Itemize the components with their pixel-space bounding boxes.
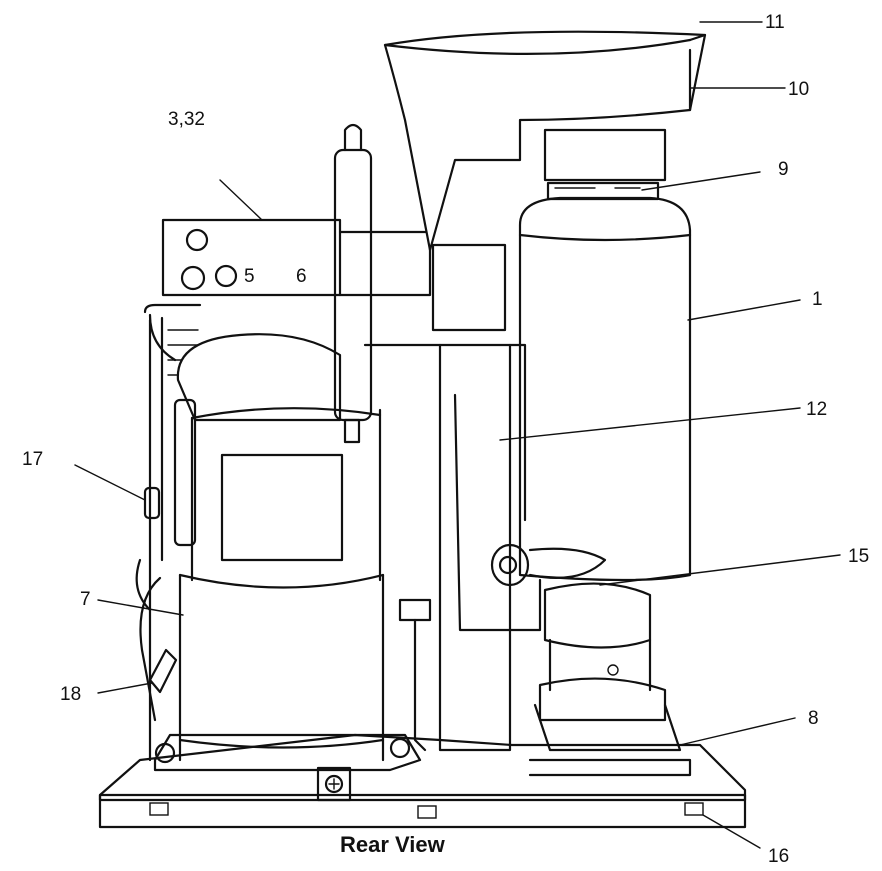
callout-3-32: 3,32 — [168, 109, 205, 130]
side-fittings — [143, 486, 178, 694]
drive-motor — [490, 543, 692, 777]
callout-12: 12 — [806, 399, 827, 420]
control-box: 5 6 — [161, 218, 432, 297]
panel-mark-5: 5 — [244, 266, 255, 287]
callout-16: 16 — [768, 846, 789, 867]
callout-15: 15 — [848, 546, 869, 567]
compressor — [153, 333, 422, 772]
callout-10: 10 — [788, 79, 809, 100]
callout-7: 7 — [80, 589, 91, 610]
condenser-frame — [135, 303, 202, 762]
panel-mark-6: 6 — [296, 266, 307, 287]
chute — [431, 243, 512, 752]
ice-hopper — [383, 30, 707, 252]
vertical-tube — [333, 123, 373, 444]
callout-17: 17 — [22, 449, 43, 470]
refrigerant-tubing — [139, 313, 542, 752]
callout-9: 9 — [778, 159, 789, 180]
callout-8: 8 — [808, 708, 819, 729]
callout-1: 1 — [812, 289, 823, 310]
evaporator — [518, 128, 692, 582]
callout-11: 11 — [765, 12, 785, 33]
caption-rear-view: Rear View — [340, 832, 446, 857]
callout-18: 18 — [60, 684, 81, 705]
leader-lines — [74, 21, 841, 849]
